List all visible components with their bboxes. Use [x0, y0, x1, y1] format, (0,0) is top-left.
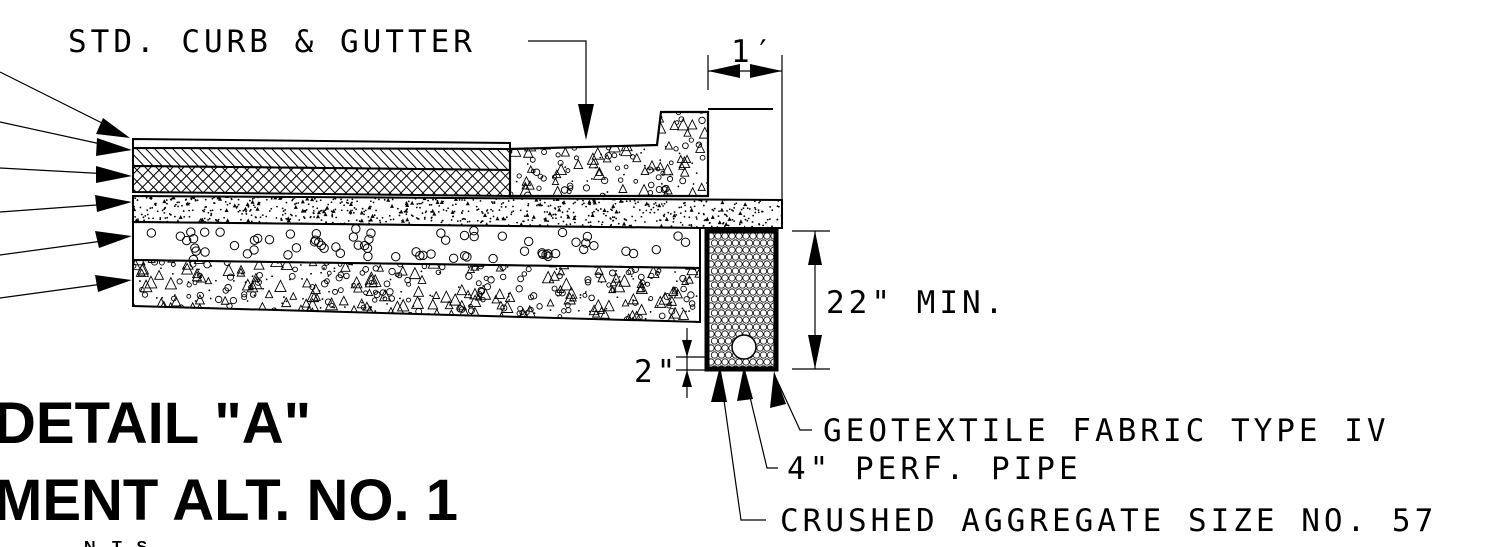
- aggregate-label: CRUSHED AGGREGATE SIZE NO. 57: [780, 503, 1437, 539]
- binder-course-crosshatch: [132, 164, 511, 198]
- geotextile-label: GEOTEXTILE FABRIC TYPE IV: [823, 413, 1390, 449]
- curb-gutter-arrowhead: [578, 104, 594, 140]
- depth-dimension-label: 22" MIN.: [826, 285, 1007, 321]
- curb-gutter-label: STD. CURB & GUTTER: [68, 24, 476, 60]
- underdrain-trench: [704, 228, 779, 372]
- layer-leader-lines: [0, 71, 132, 299]
- width-dimension: [707, 55, 783, 200]
- scale-note: N.T.S.: [84, 539, 164, 547]
- perforated-pipe: [731, 334, 757, 360]
- width-dimension-label: 1′: [731, 34, 776, 70]
- aggregate-leader: [711, 366, 766, 521]
- geotextile-leader: [770, 371, 812, 431]
- curb-and-gutter: [508, 108, 773, 198]
- pipe-label: 4" PERF. PIPE: [787, 451, 1082, 487]
- detail-subtitle: MENT ALT. NO. 1: [0, 468, 458, 533]
- offset-dimension-label: 2": [634, 354, 679, 390]
- curb-gutter-leader: [528, 40, 587, 110]
- detail-title: DETAIL "A": [0, 391, 311, 456]
- offset-dimension: [676, 328, 705, 398]
- pipe-leader: [737, 366, 778, 469]
- depth-dimension: [792, 230, 830, 370]
